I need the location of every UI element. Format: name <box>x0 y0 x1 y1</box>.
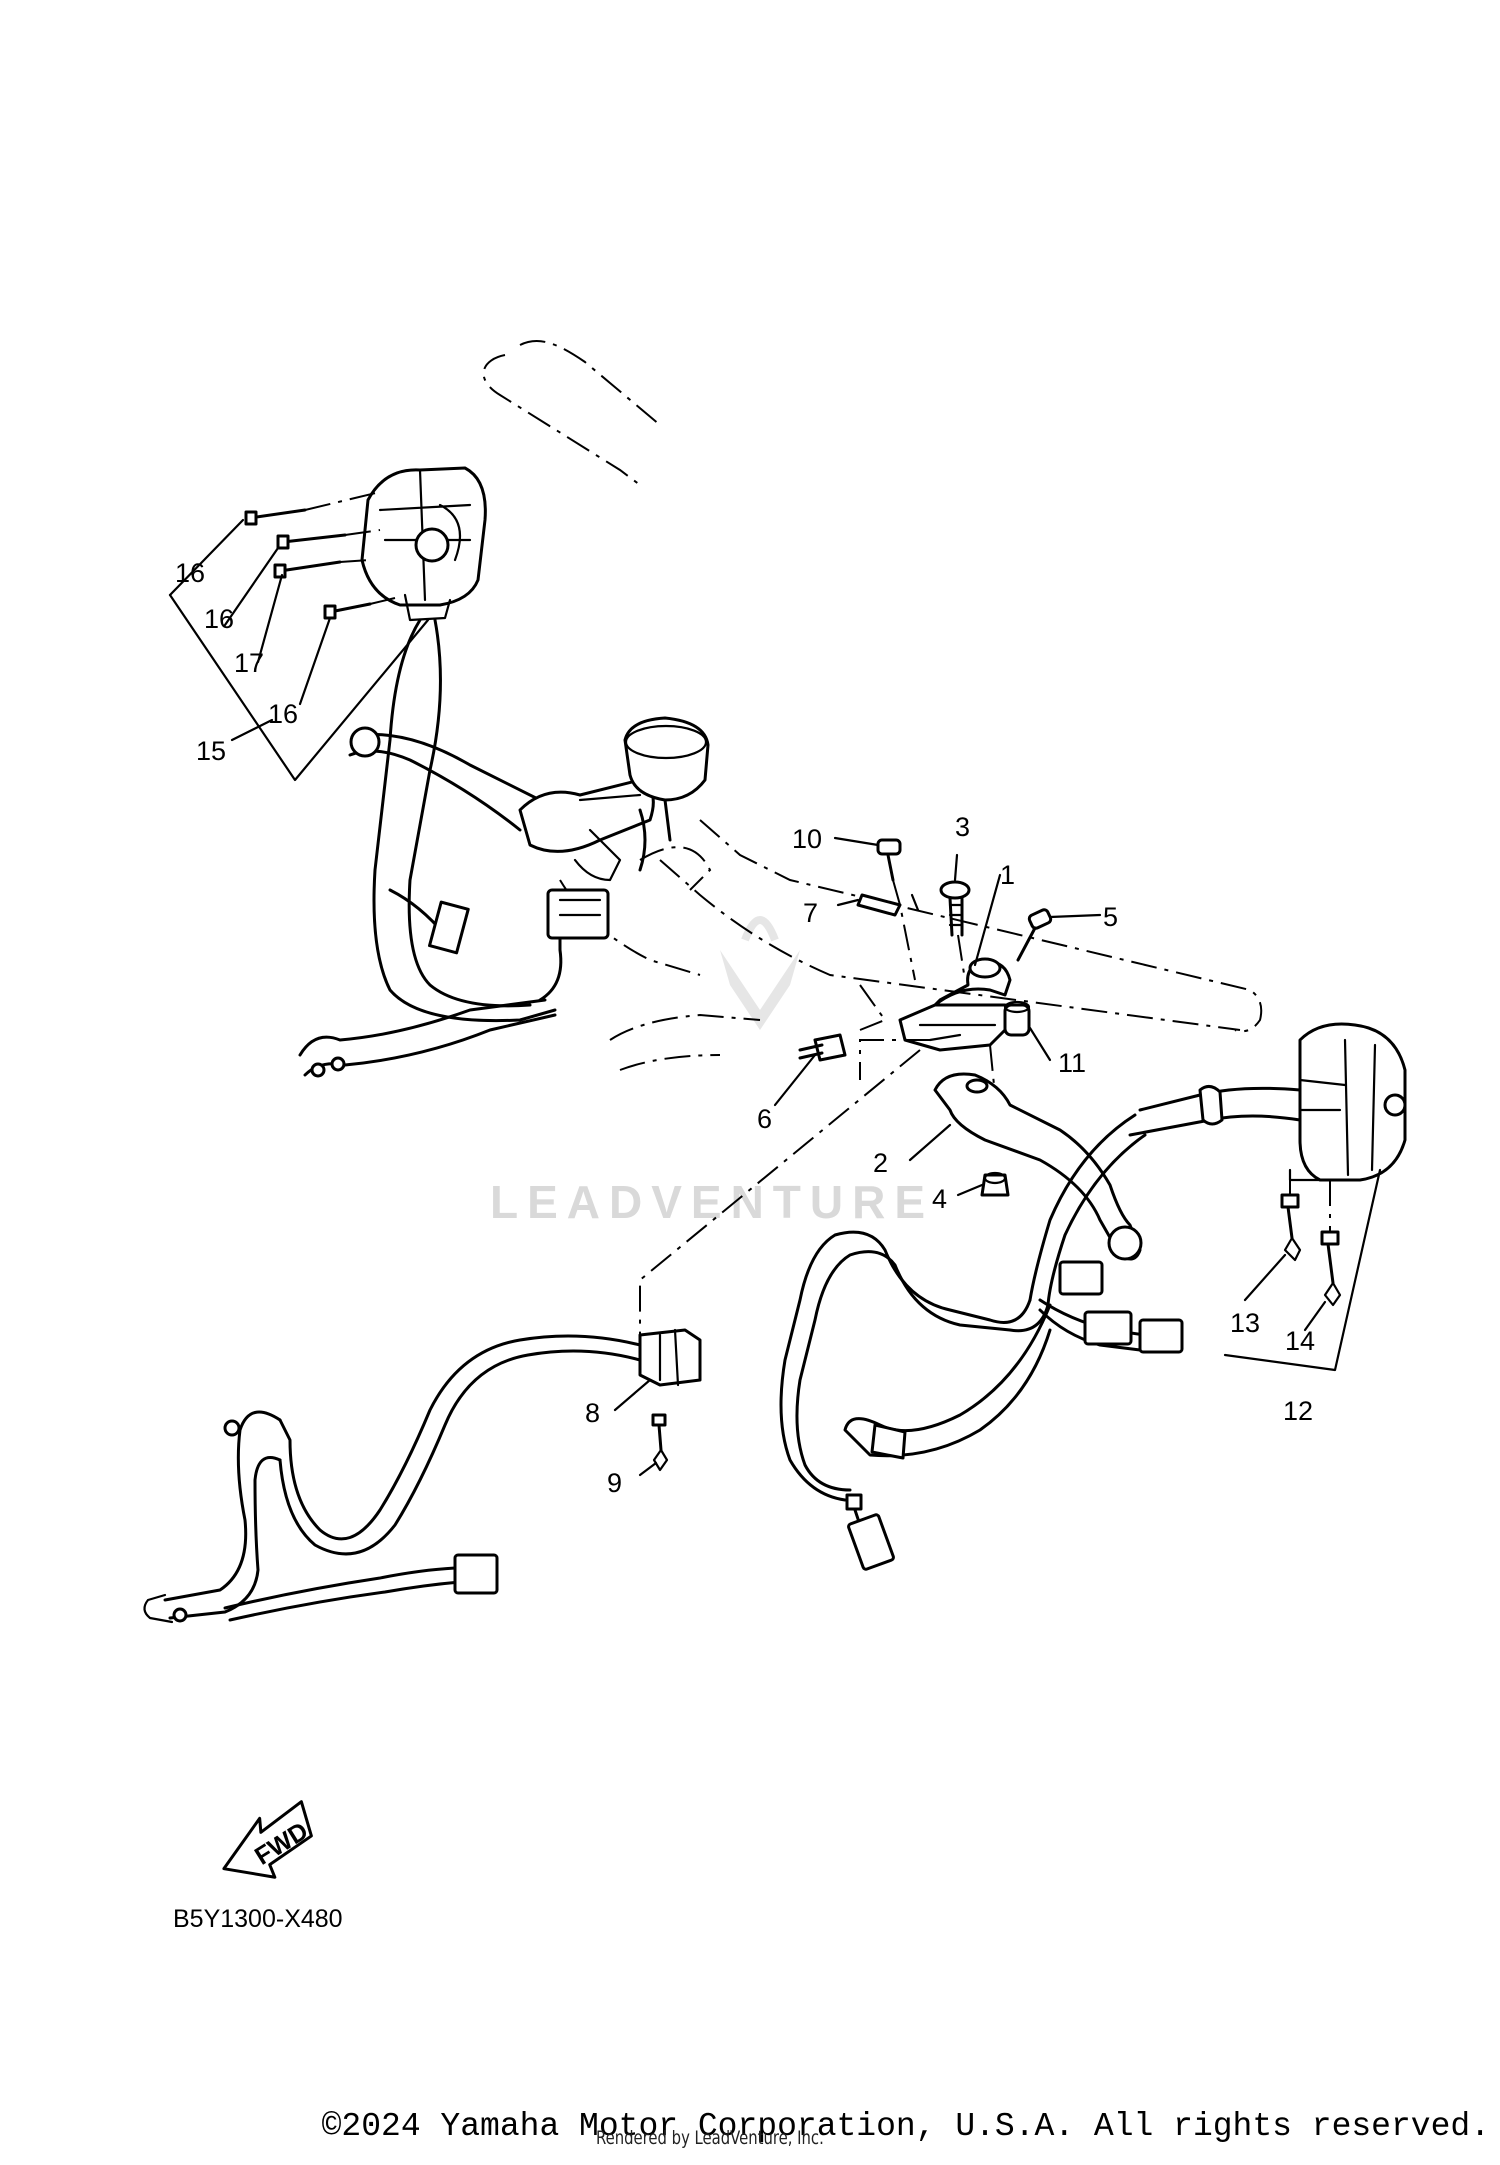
copyright-notice: ©2024 Yamaha Motor Corporation, U.S.A. A… <box>321 2108 1490 2145</box>
right-harness <box>779 1113 1184 1571</box>
left-handlebar-switch <box>360 466 487 622</box>
callout-16c: 16 <box>268 699 298 729</box>
screws-13-14 <box>1280 1180 1342 1307</box>
handlebar <box>482 340 1263 1071</box>
callout-17: 17 <box>234 648 264 678</box>
brake-lever-assembly <box>348 716 710 882</box>
callout-1: 1 <box>1000 860 1015 890</box>
callout-11: 11 <box>1058 1048 1086 1078</box>
callout-3: 3 <box>955 812 970 842</box>
callout-7: 7 <box>803 898 818 928</box>
callout-9: 9 <box>607 1468 622 1498</box>
clutch-switch-harness <box>143 1039 930 1624</box>
watermark: LEADVENTURE <box>490 916 934 1228</box>
fwd-arrow-icon: FWD <box>222 1800 313 1879</box>
callout-labels: 1 2 3 4 5 6 7 8 9 10 11 12 13 14 15 16 1… <box>175 558 1315 1498</box>
rendered-by-notice: Rendered by LeadVenture, Inc. <box>596 2127 824 2149</box>
diagram-code: B5Y1300-X480 <box>173 1905 343 1933</box>
callout-13: 13 <box>1230 1308 1260 1338</box>
callout-16b: 16 <box>204 604 234 634</box>
callout-2: 2 <box>873 1148 888 1178</box>
callout-14: 14 <box>1285 1326 1315 1356</box>
screws-16-17 <box>244 491 396 620</box>
right-handlebar-switch <box>1128 1022 1407 1182</box>
callout-4: 4 <box>932 1184 947 1214</box>
left-harness <box>298 618 610 1078</box>
callout-5: 5 <box>1103 902 1118 932</box>
clutch-lever-holder <box>798 838 1053 1096</box>
callout-6: 6 <box>757 1104 772 1134</box>
clutch-lever <box>933 1072 1143 1261</box>
leader-lines <box>168 518 1382 1477</box>
callout-15: 15 <box>196 736 226 766</box>
callout-8: 8 <box>585 1398 600 1428</box>
callout-12: 12 <box>1283 1396 1313 1426</box>
callout-10: 10 <box>792 824 822 854</box>
watermark-text: LEADVENTURE <box>490 1176 934 1228</box>
callout-16a: 16 <box>175 558 205 588</box>
